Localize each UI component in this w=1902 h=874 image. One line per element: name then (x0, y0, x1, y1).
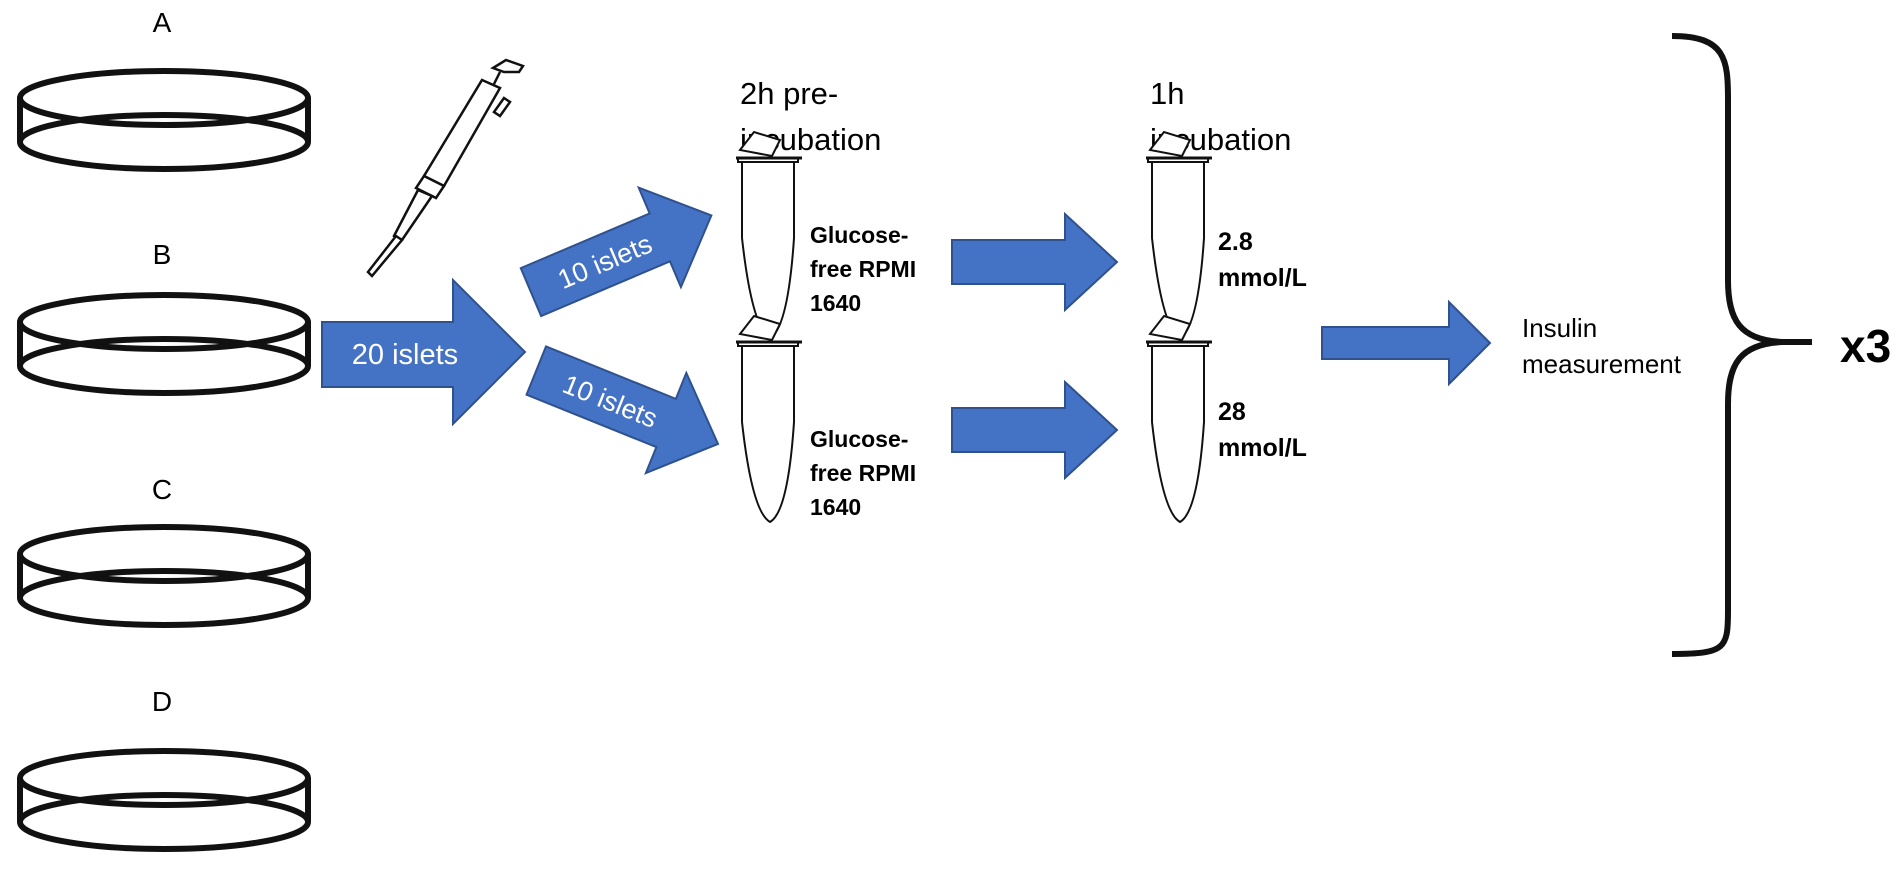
dish-d (20, 751, 308, 849)
medium-upper-line3: 1640 (810, 290, 861, 316)
measurement-line2: measurement (1522, 349, 1682, 379)
arrow-lower-10-islets: 10 islets (525, 345, 720, 475)
tube-preincubation-upper (734, 130, 804, 340)
glucose-low-value: 2.8 (1218, 228, 1253, 256)
incubation-label-line1: 1h (1150, 76, 1184, 111)
dish-c (20, 527, 308, 625)
medium-upper-line1: Glucose- (810, 222, 908, 248)
medium-lower-line1: Glucose- (810, 426, 908, 452)
pipette-icon (366, 58, 525, 278)
glucose-high-value: 28 (1218, 398, 1246, 426)
glucose-high-unit: mmol/L (1218, 434, 1307, 462)
arrow-20-islets-label: 20 islets (352, 339, 458, 371)
arrow-stage-lower (951, 379, 1119, 481)
dish-label-b: B (153, 239, 172, 270)
tube-preincubation-lower (734, 314, 804, 524)
tube-incubation-upper (1144, 130, 1214, 340)
dish-b (20, 295, 308, 393)
tube-incubation-lower (1144, 314, 1214, 524)
replicate-brace (1671, 33, 1783, 657)
arrow-stage-upper (951, 211, 1119, 313)
arrow-20-islets: 20 islets (321, 277, 527, 427)
arrow-to-measurement (1321, 299, 1492, 387)
replicates-label: x3 (1840, 320, 1891, 372)
measurement-line1: Insulin (1522, 313, 1597, 343)
dish-label-c: C (152, 474, 172, 505)
glucose-low-unit: mmol/L (1218, 264, 1307, 292)
arrow-upper-10-islets: 10 islets (519, 185, 713, 318)
medium-lower-line2: free RPMI (810, 460, 916, 486)
dish-label-d: D (152, 686, 172, 717)
medium-upper-line2: free RPMI (810, 256, 916, 282)
medium-lower-line3: 1640 (810, 494, 861, 520)
dish-label-a: A (153, 7, 172, 38)
dish-a (20, 71, 308, 169)
preincubation-label-line1: 2h pre- (740, 76, 838, 111)
